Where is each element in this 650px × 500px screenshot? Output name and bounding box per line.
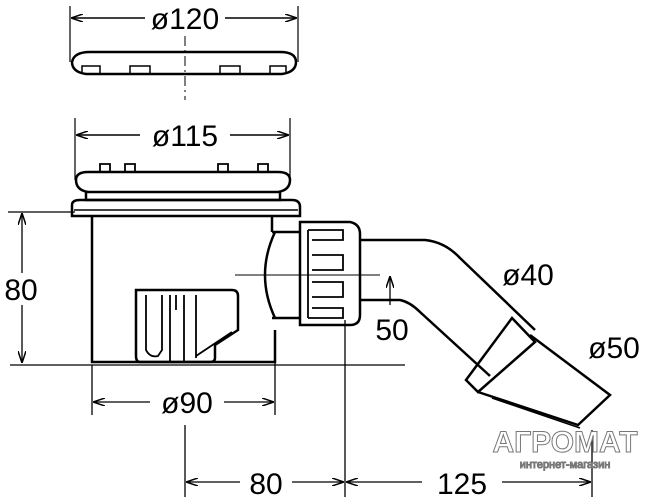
height-label: 80 <box>4 274 37 307</box>
union-nut <box>298 220 362 327</box>
outlet-length-label: 125 <box>437 468 487 500</box>
sleeve-diameter-label: ø50 <box>588 332 640 365</box>
offset-label: 80 <box>249 468 282 500</box>
pipe-diameter-label: ø40 <box>502 259 554 292</box>
body-diameter-label: ø90 <box>161 387 213 420</box>
watermark-tagline: интернет-магазин <box>520 459 611 471</box>
watermark-brand: АГРОМАТ <box>492 426 637 459</box>
cover-diameter-label: ø120 <box>151 3 219 36</box>
grating-diameter-label: ø115 <box>152 120 218 153</box>
outlet-height-label: 50 <box>375 314 408 347</box>
drain-body <box>70 192 360 364</box>
watermark: АГРОМАТ интернет-магазин <box>492 426 638 472</box>
outlet-pipe <box>360 238 612 429</box>
